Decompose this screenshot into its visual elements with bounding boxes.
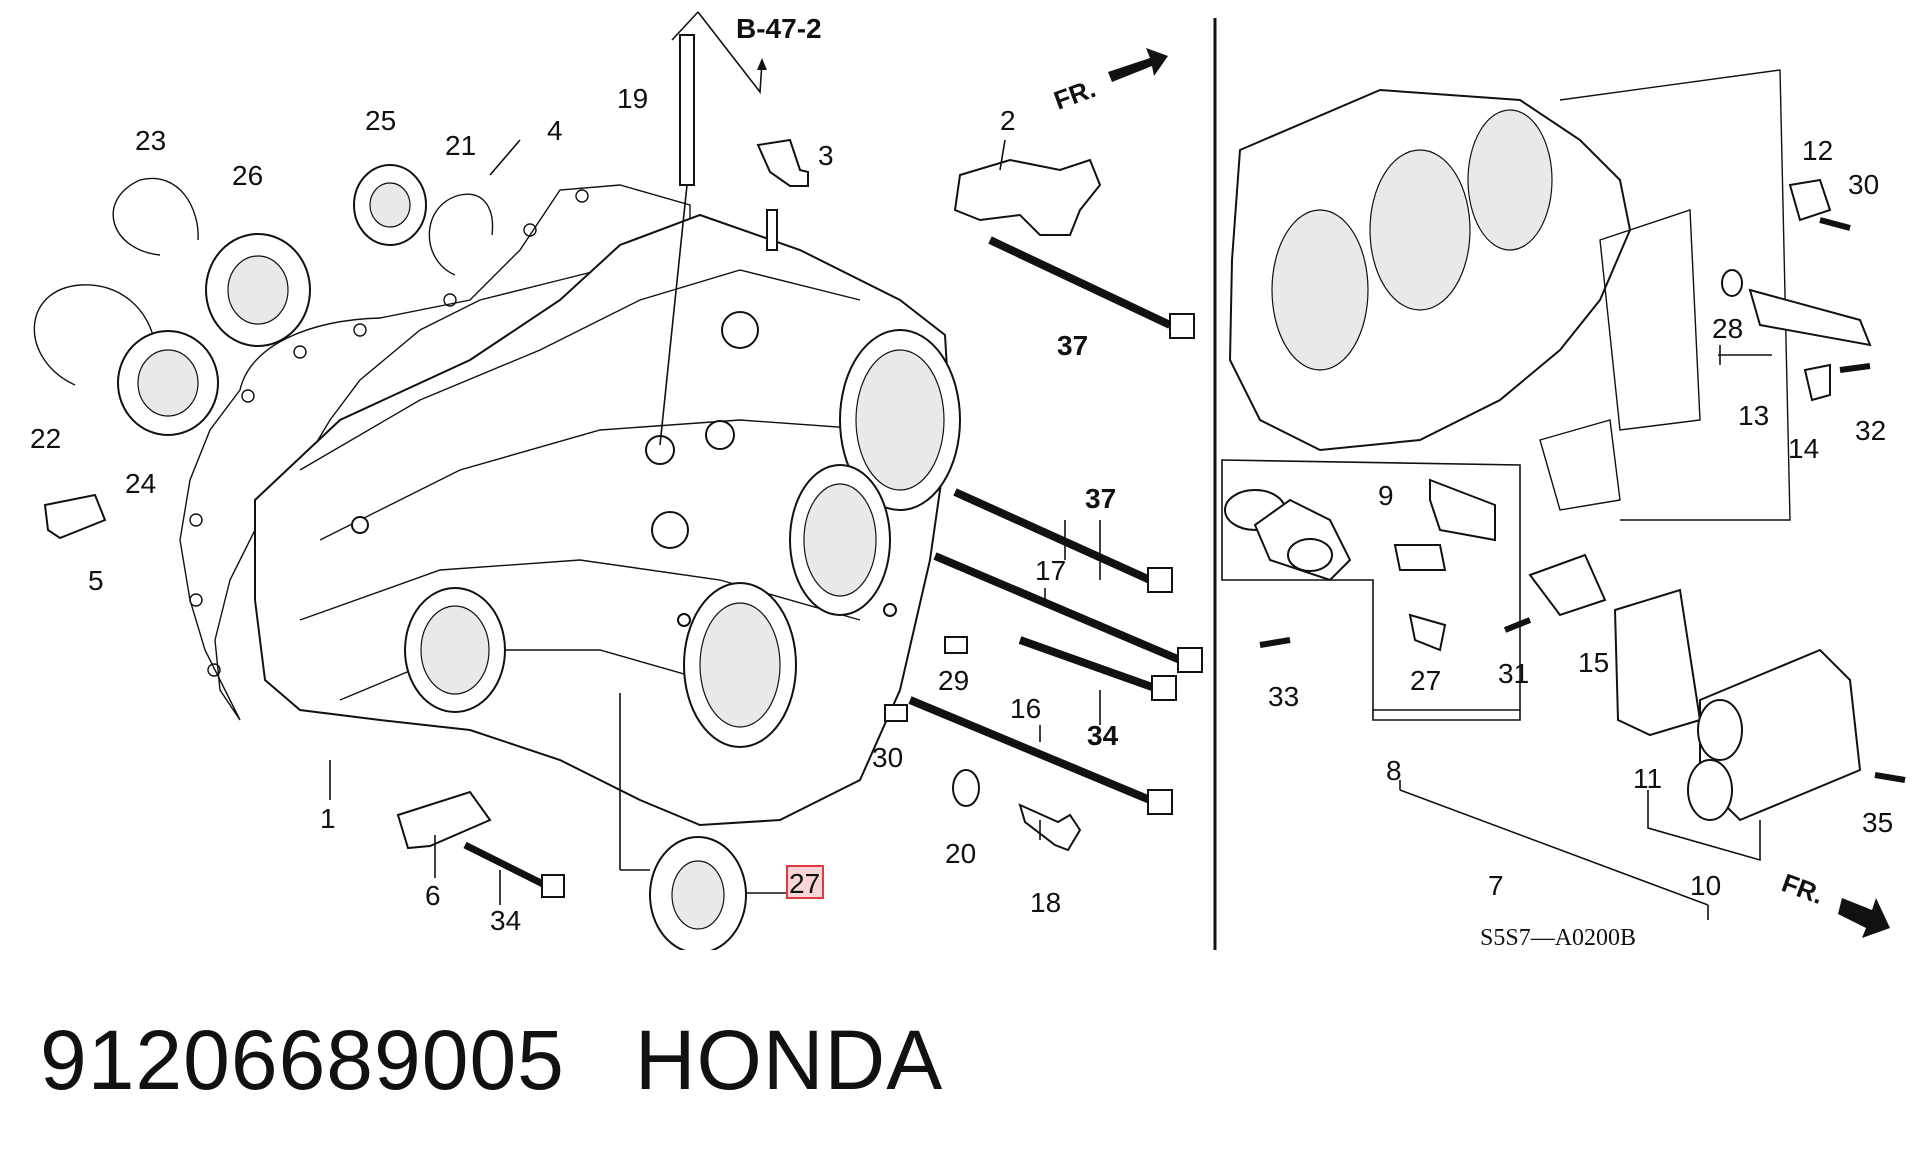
callout[interactable]: 30 (1848, 169, 1879, 200)
callout[interactable]: 16 (1010, 693, 1041, 724)
callout[interactable]: 8 (1386, 755, 1402, 786)
callout[interactable]: 19 (617, 83, 648, 114)
callout[interactable]: 4 (547, 115, 563, 146)
gasket-9 (1429, 478, 1496, 542)
callout[interactable]: 3 (818, 140, 834, 171)
reference-arrow-icon (757, 58, 767, 70)
callout[interactable]: 26 (232, 160, 263, 191)
callout[interactable]: 6 (425, 880, 441, 911)
callout[interactable]: 33 (1268, 681, 1299, 712)
callout[interactable]: 20 (945, 838, 976, 869)
callout[interactable]: 15 (1578, 647, 1609, 678)
reference-leader (697, 11, 763, 95)
o-ring-28 (1721, 269, 1743, 297)
callout[interactable]: 1 (320, 803, 336, 834)
callout[interactable]: 30 (872, 742, 903, 773)
highlight-box (786, 865, 824, 899)
callout[interactable]: 17 (1035, 555, 1066, 586)
diagram-code: S5S7—A0200B (1480, 925, 1636, 950)
callout[interactable]: 13 (1738, 400, 1769, 431)
connector (1393, 544, 1447, 571)
callout[interactable]: 14 (1788, 433, 1819, 464)
snap-ring-23 (112, 177, 199, 256)
part-15-bracket (1528, 553, 1607, 617)
part-3-sensor (756, 138, 809, 187)
callout[interactable]: 24 (125, 468, 156, 499)
part-13-sensor (1748, 288, 1872, 347)
gasket-outline (179, 184, 691, 721)
front-marker-top: FR. (1050, 73, 1100, 116)
callout[interactable]: 10 (1690, 870, 1721, 901)
parts-diagram: B-47-2 FR. (30, 11, 1906, 950)
front-arrow-icon (1838, 898, 1890, 938)
highlighted-callout[interactable]: 27 (789, 868, 820, 899)
snap-ring-21 (428, 193, 494, 276)
part-number: 91206689005 (40, 1012, 565, 1107)
callout[interactable]: 27 (1410, 665, 1441, 696)
callout[interactable]: 35 (1862, 807, 1893, 838)
callout[interactable]: 37 (1085, 483, 1116, 514)
dowel-pin (884, 704, 908, 722)
callout[interactable]: 7 (1488, 870, 1504, 901)
callout[interactable]: 31 (1498, 658, 1529, 689)
callout[interactable]: 29 (938, 665, 969, 696)
part-2-bracket (953, 158, 1102, 236)
dowel-pin (944, 636, 968, 654)
callout[interactable]: 23 (135, 125, 166, 156)
part-12-bracket (1788, 178, 1832, 222)
callouts: 19 3 2 4 23 26 25 21 22 24 5 37 37 17 29… (30, 83, 1893, 936)
part-14-clip (1803, 363, 1831, 402)
callout[interactable]: 21 (445, 130, 476, 161)
washer (952, 769, 980, 807)
drain-bolt (1018, 803, 1082, 852)
gasket-11 (1613, 588, 1702, 737)
callout[interactable]: 5 (88, 565, 104, 596)
part-5-magnet (43, 493, 107, 540)
part-29 (1408, 613, 1447, 652)
snap-ring-22 (33, 284, 156, 386)
callout[interactable]: 22 (30, 423, 61, 454)
callout[interactable]: 34 (1087, 720, 1119, 751)
callout[interactable]: 32 (1855, 415, 1886, 446)
callout[interactable]: 12 (1802, 135, 1833, 166)
long-bolts (908, 236, 1203, 815)
reference-label[interactable]: B-47-2 (736, 13, 822, 44)
brand-name: HONDA (634, 1012, 944, 1107)
callout[interactable]: 25 (365, 105, 396, 136)
stud-bolt (679, 34, 695, 186)
callout[interactable]: 18 (1030, 887, 1061, 918)
callout[interactable]: 11 (1633, 763, 1662, 794)
part-6-bracket (396, 790, 492, 850)
callout[interactable]: 9 (1378, 480, 1394, 511)
callout[interactable]: 34 (490, 905, 521, 936)
callout[interactable]: 28 (1712, 313, 1743, 344)
callout[interactable]: 37 (1057, 330, 1088, 361)
callout[interactable]: 2 (1000, 105, 1016, 136)
front-marker-bottom: FR. (1778, 867, 1828, 910)
front-arrow-icon (1108, 48, 1168, 82)
footer: 91206689005 HONDA (40, 1010, 943, 1110)
